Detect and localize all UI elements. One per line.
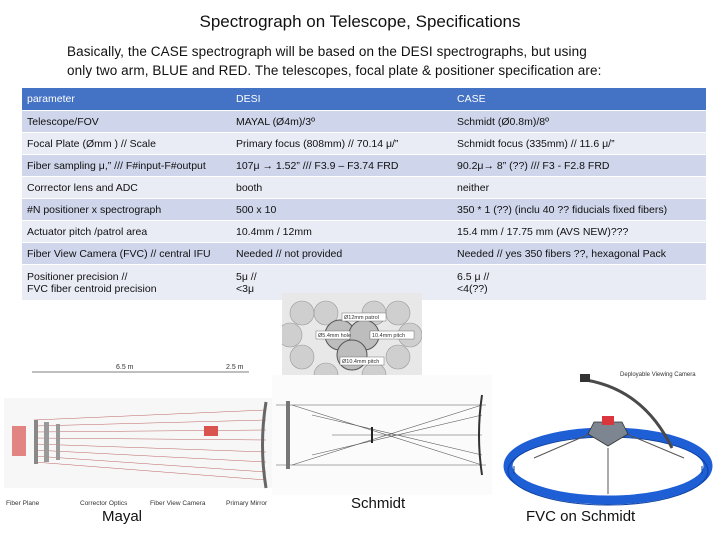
table-header-row: parameter DESI CASE xyxy=(22,88,706,111)
intro-line-1: Basically, the CASE spectrograph will be… xyxy=(67,44,587,59)
fvc-label: Deployable Viewing Camera xyxy=(620,372,696,378)
table-cell: #N positioner x spectrograph xyxy=(22,198,231,221)
label-fiber-view-camera: Fiber View Camera xyxy=(150,500,206,507)
header-parameter: parameter xyxy=(22,88,231,111)
table-cell: Needed // yes 350 fibers ??, hexagonal P… xyxy=(452,242,706,265)
dim-2-5m: 2.5 m xyxy=(226,364,244,371)
slide-title: Spectrograph on Telescope, Specification… xyxy=(199,12,521,31)
table-row: Fiber sampling μ,” /// F#input-F#output … xyxy=(22,154,706,177)
table-cell: Primary focus (808mm) // 70.14 μ/” xyxy=(231,132,452,155)
label-pitch: 10.4mm pitch xyxy=(372,333,405,339)
dim-6-5m: 6.5 m xyxy=(116,364,134,371)
fvc-caption: FVC on Schmidt xyxy=(526,508,636,525)
schmidt-optics-diagram xyxy=(272,375,492,495)
table-row: Fiber View Camera (FVC) // central IFU N… xyxy=(22,242,706,265)
table-cell: Needed // not provided xyxy=(231,242,452,265)
table-row: Focal Plate (Ømm ) // Scale Primary focu… xyxy=(22,132,706,155)
table-cell: 500 x 10 xyxy=(231,198,452,221)
table-cell: 15.4 mm / 17.75 mm (AVS NEW)??? xyxy=(452,220,706,243)
table-cell: Focal Plate (Ømm ) // Scale xyxy=(22,132,231,155)
positioner-packing-diagram: Ø12mm patrol Ø5.4mm hole 10.4mm pitch Ø1… xyxy=(282,293,422,383)
label-corrector-optics: Corrector Optics xyxy=(80,500,128,507)
table-cell: 350 * 1 (??) (inclu 40 ?? fiducials fixe… xyxy=(452,198,706,221)
mayal-optics-diagram: 6.5 m 2.5 m Fiber Plane Corrector Optics… xyxy=(4,364,274,507)
intro-line-2: only two arm, BLUE and RED. The telescop… xyxy=(67,63,602,78)
table-cell: Actuator pitch /patrol area xyxy=(22,220,231,243)
table-cell: 10.4mm / 12mm xyxy=(231,220,452,243)
header-case: CASE xyxy=(452,88,706,111)
table-cell: 90.2μ→ 8” (??) /// F3 - F2.8 FRD xyxy=(452,154,706,177)
table-cell: booth xyxy=(231,176,452,199)
label-patrol: Ø12mm patrol xyxy=(344,315,379,321)
table-cell: Schmidt focus (335mm) // 11.6 μ/” xyxy=(452,132,706,155)
label-primary-mirror: Primary Mirror xyxy=(226,500,268,507)
table-row: Actuator pitch /patrol area 10.4mm / 12m… xyxy=(22,220,706,243)
table-cell: MAYAL (Ø4m)/3º xyxy=(231,110,452,133)
table-cell: neither xyxy=(452,176,706,199)
table-row: #N positioner x spectrograph 500 x 10 35… xyxy=(22,198,706,221)
intro-text: Basically, the CASE spectrograph will be… xyxy=(67,42,667,80)
table-cell: Fiber View Camera (FVC) // central IFU xyxy=(22,242,231,265)
header-desi: DESI xyxy=(231,88,452,111)
table-cell: Corrector lens and ADC xyxy=(22,176,231,199)
table-cell: Fiber sampling μ,” /// F#input-F#output xyxy=(22,154,231,177)
table-cell: Schmidt (Ø0.8m)/8º xyxy=(452,110,706,133)
label-pitch-2: Ø10.4mm pitch xyxy=(342,359,379,365)
schmidt-caption: Schmidt xyxy=(351,495,406,512)
table-cell: 107μ → 1.52” /// F3.9 – F3.74 FRD xyxy=(231,154,452,177)
table-row: Telescope/FOV MAYAL (Ø4m)/3º Schmidt (Ø0… xyxy=(22,110,706,133)
fvc-render: Deployable Viewing Camera xyxy=(494,362,716,512)
mayal-caption: Mayal xyxy=(102,508,143,525)
table-cell: Telescope/FOV xyxy=(22,110,231,133)
spec-table: parameter DESI CASE Telescope/FOV MAYAL … xyxy=(22,88,706,301)
table-cell: Positioner precision // FVC fiber centro… xyxy=(22,264,231,301)
table-cell: 6.5 μ // <4(??) xyxy=(452,264,706,301)
label-fiber-plane: Fiber Plane xyxy=(6,500,40,507)
label-hole: Ø5.4mm hole xyxy=(318,333,351,339)
table-row: Corrector lens and ADC booth neither xyxy=(22,176,706,199)
